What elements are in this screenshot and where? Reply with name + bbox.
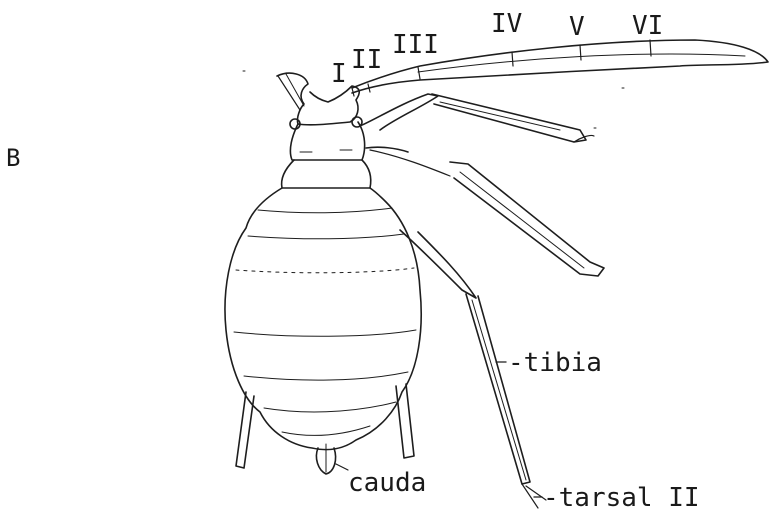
figure-label: B xyxy=(6,146,20,170)
head xyxy=(277,73,362,129)
antenna-segment-label: V xyxy=(569,14,585,40)
antenna-segment-label: III xyxy=(392,32,439,58)
abdomen xyxy=(225,188,421,450)
thorax xyxy=(282,122,371,188)
siphunculi xyxy=(236,384,414,468)
middle-leg xyxy=(366,147,604,276)
foreleg xyxy=(360,94,594,142)
antenna-segment-label: VI xyxy=(632,13,663,39)
tarsal-label: -tarsal II xyxy=(543,485,700,511)
antenna-segment-label: IV xyxy=(491,11,522,37)
tibia-label: -tibia xyxy=(508,350,602,376)
antenna-segment-label: II xyxy=(351,47,382,73)
cauda xyxy=(316,444,348,474)
cauda-label: cauda xyxy=(348,470,426,496)
antenna-segment-label: I xyxy=(331,61,347,87)
